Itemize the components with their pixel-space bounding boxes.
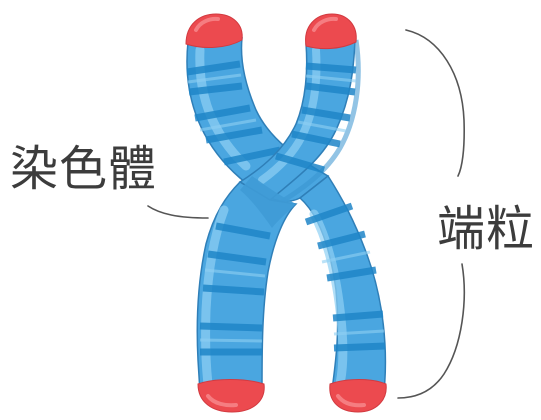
telomere-leader-line-lower [397, 263, 466, 399]
chromatid-b-bands-upper [275, 62, 357, 174]
chromosome-leader-line [147, 205, 209, 219]
chromatid-b-bands-lower [199, 222, 271, 356]
telomere-leader-line-upper [405, 29, 465, 177]
telomere-cap-bottom-right [329, 379, 387, 413]
chromatid-a-bands-lower [304, 202, 386, 352]
telomere-label: 端粒 [437, 201, 536, 257]
telomere-caps [185, 13, 387, 413]
chromosome-label: 染色體 [10, 141, 158, 197]
centromere-overlap [240, 176, 296, 228]
chromatid-b [196, 37, 361, 393]
telomere-cap-bottom-left [197, 379, 265, 413]
chromatid-a-bands-upper [186, 60, 281, 166]
